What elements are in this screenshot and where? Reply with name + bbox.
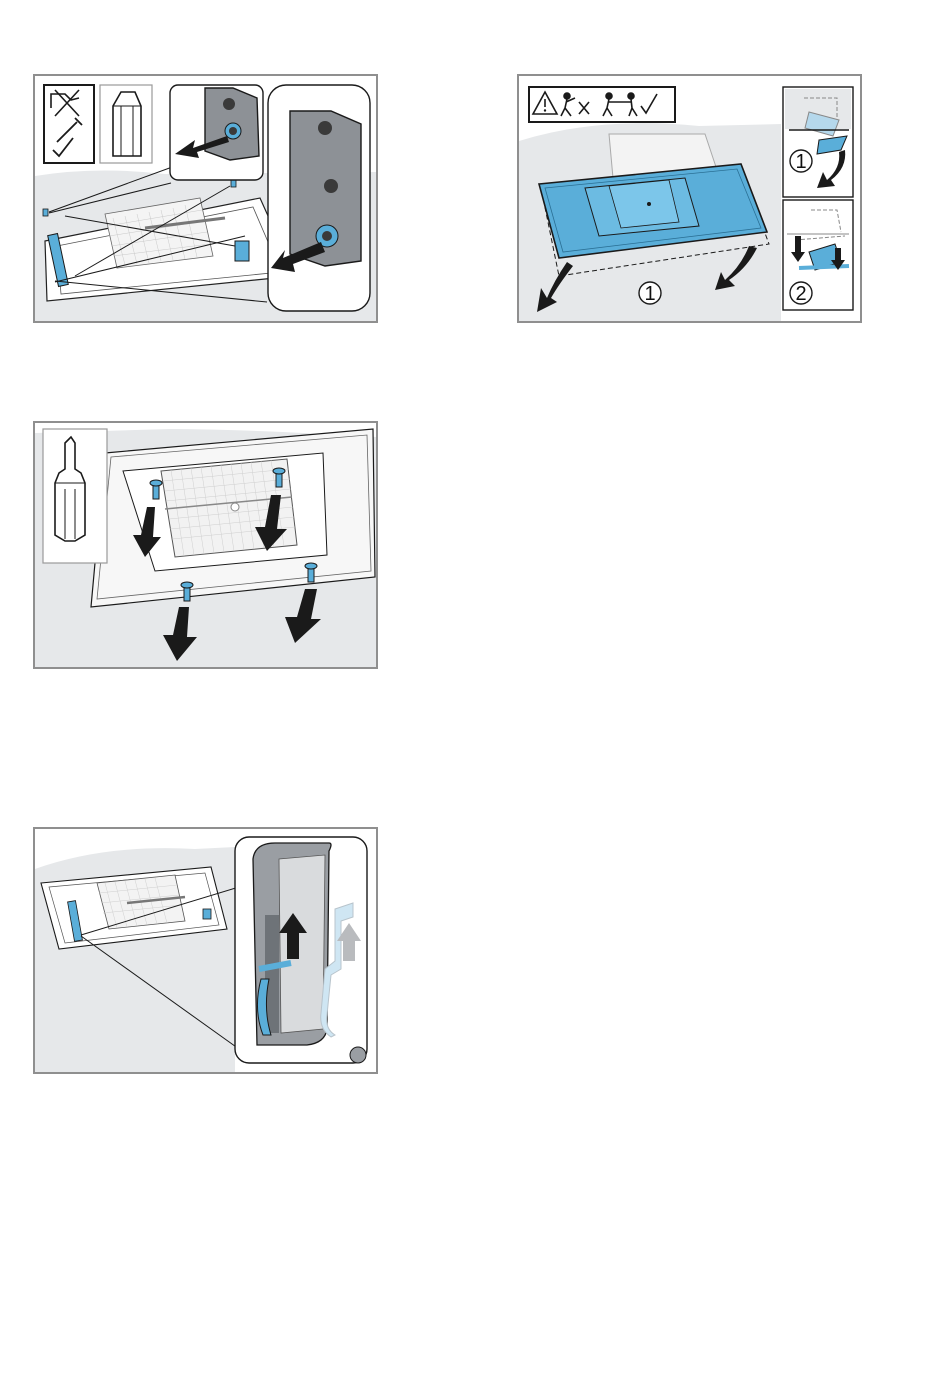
svg-text:2: 2 bbox=[795, 283, 806, 305]
clip-right-long bbox=[235, 241, 249, 261]
figure-remove-clips bbox=[33, 74, 378, 323]
detail-inset bbox=[235, 837, 367, 1063]
torx-bit-icon bbox=[43, 429, 107, 563]
hex-bit-icon bbox=[100, 85, 152, 163]
figure-remove-screws bbox=[33, 421, 378, 669]
clip-left-small bbox=[43, 209, 48, 216]
svg-text:1: 1 bbox=[644, 283, 655, 305]
figure-lower-panel: 1 1 2 bbox=[517, 74, 862, 323]
callout-1-main: 1 bbox=[639, 282, 661, 305]
tool-icons-box bbox=[44, 85, 94, 163]
clip-right-small bbox=[231, 180, 236, 187]
detail-inset-large bbox=[268, 85, 370, 311]
bracket-right bbox=[203, 909, 211, 919]
inset-step-1: 1 bbox=[783, 87, 853, 197]
safety-icons-box bbox=[529, 87, 675, 122]
detail-inset-small bbox=[170, 85, 263, 180]
svg-text:1: 1 bbox=[795, 151, 806, 173]
inset-step-2: 2 bbox=[783, 200, 853, 310]
figure-slide-bracket bbox=[33, 827, 378, 1074]
